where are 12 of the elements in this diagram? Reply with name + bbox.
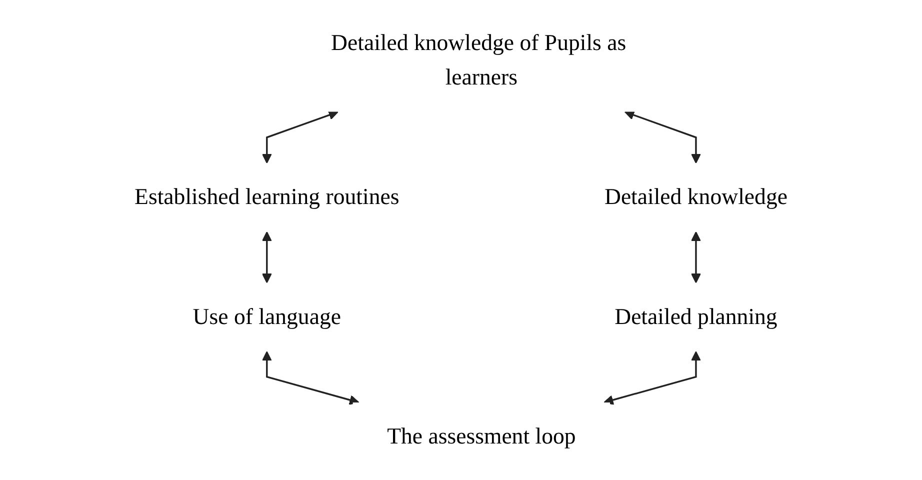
arrow [262,231,272,284]
arrow [604,351,701,405]
node-text: Detailed knowledge [604,184,788,210]
node-text: Detailed knowledge of Pupils as learners [331,30,626,90]
arrow [262,110,338,164]
arrow [262,351,360,405]
arrow [624,110,701,164]
node-text: Established learning routines [134,184,400,210]
node-text: The assessment loop [387,424,576,450]
node-text: Use of language [192,304,341,330]
node-text: Detailed planning [614,304,778,330]
arrow [690,231,701,284]
